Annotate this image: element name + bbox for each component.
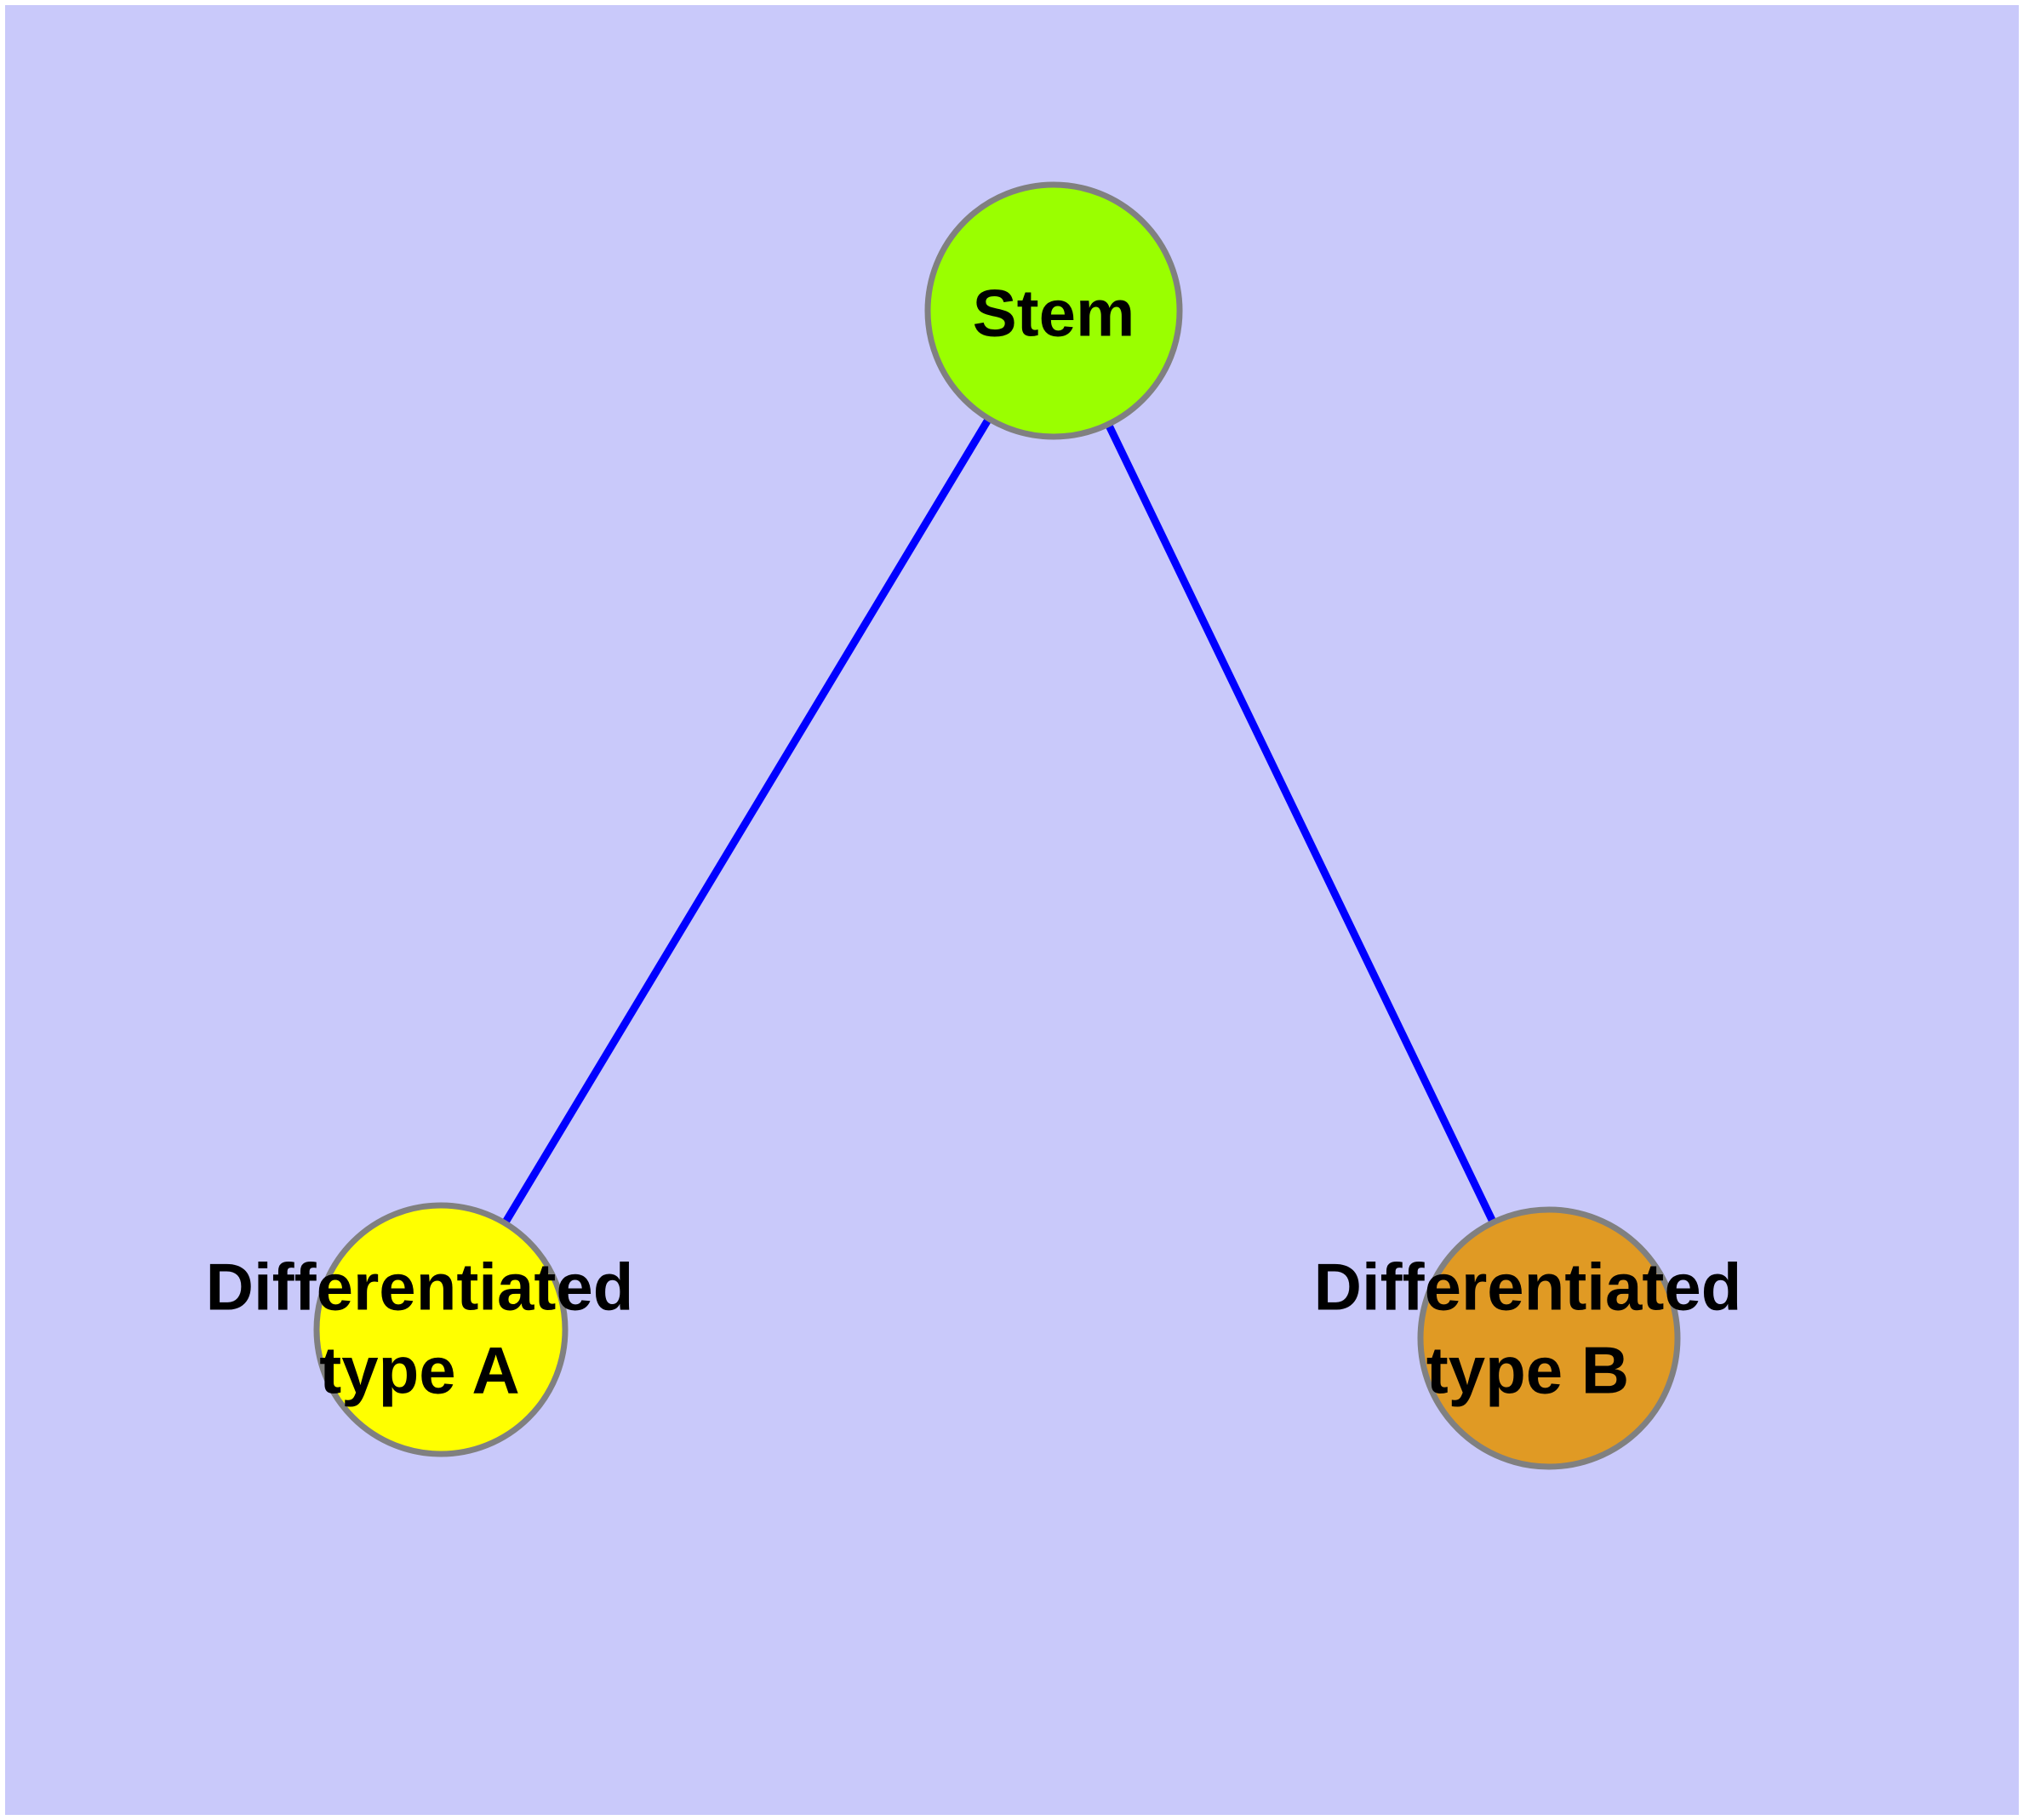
node-differentiated-type-b[interactable]: Differentiated type B [1314,1206,1742,1470]
edge-layer [437,308,1553,1340]
node-differentiated-type-a-circle[interactable] [313,1202,569,1457]
node-differentiated-type-b-label-line2: type B [1426,1333,1629,1408]
node-stem-label: Stem [973,276,1135,351]
node-layer: Stem Differentiated type A Differentiate… [206,181,1742,1470]
node-differentiated-type-b-label-line1: Differentiated [1314,1250,1742,1325]
node-stem-circle[interactable] [924,181,1183,440]
node-stem[interactable]: Stem [924,181,1183,440]
node-differentiated-type-b-circle[interactable] [1417,1206,1681,1470]
node-differentiated-type-a[interactable]: Differentiated type A [206,1202,634,1457]
node-differentiated-type-a-label-line2: type A [319,1333,520,1408]
edge-stem-to-differentiated-type-a[interactable] [437,308,1057,1332]
edge-stem-to-differentiated-type-b[interactable] [1049,309,1553,1340]
node-differentiated-type-a-label-line1: Differentiated [206,1250,634,1325]
